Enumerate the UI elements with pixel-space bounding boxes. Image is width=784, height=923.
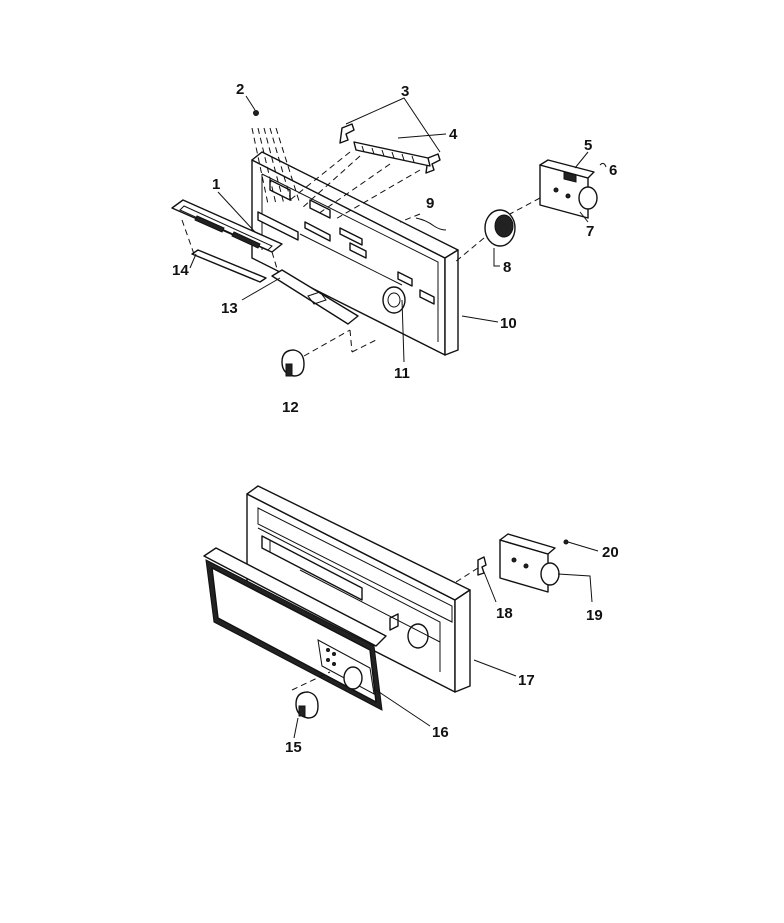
control-panel-upper bbox=[251, 151, 459, 356]
timer-assembly-lower bbox=[499, 533, 569, 593]
control-knob-upper bbox=[281, 329, 377, 377]
leader-2 bbox=[245, 95, 256, 111]
leader-7 bbox=[579, 211, 589, 223]
timer-knob bbox=[454, 209, 516, 263]
wire-harness bbox=[251, 110, 301, 205]
callout-2: 2 bbox=[236, 81, 244, 98]
leader-5 bbox=[574, 151, 589, 169]
control-panel-lower bbox=[246, 485, 471, 693]
callout-14: 14 bbox=[172, 262, 189, 279]
small-wire-dash bbox=[399, 213, 421, 223]
callout-16: 16 bbox=[432, 724, 449, 741]
callout-17: 17 bbox=[518, 672, 535, 689]
callout-12: 12 bbox=[282, 399, 299, 416]
callout-18: 18 bbox=[496, 605, 513, 622]
timer-assembly bbox=[509, 159, 607, 219]
leader-19 bbox=[557, 573, 593, 603]
leader-15 bbox=[293, 717, 299, 739]
leader-18 bbox=[483, 571, 497, 603]
small-wire-part bbox=[415, 217, 447, 231]
bracket-and-clips bbox=[289, 123, 441, 221]
leader-1 bbox=[217, 191, 256, 233]
overlay-frame bbox=[203, 547, 387, 711]
callout-10: 10 bbox=[500, 315, 517, 332]
control-knob-lower bbox=[291, 671, 331, 719]
lower-assembly bbox=[203, 485, 599, 739]
leader-20 bbox=[567, 541, 599, 552]
leader-11 bbox=[401, 299, 405, 363]
callout-8: 8 bbox=[503, 259, 511, 276]
leader-10 bbox=[461, 315, 499, 323]
callout-7: 7 bbox=[586, 223, 594, 240]
callout-11: 11 bbox=[394, 365, 410, 382]
callout-5: 5 bbox=[584, 137, 592, 154]
callout-6: 6 bbox=[609, 162, 617, 179]
callout-13: 13 bbox=[221, 300, 238, 317]
callout-3: 3 bbox=[401, 83, 409, 100]
leader-4 bbox=[397, 133, 447, 139]
clip-lower bbox=[455, 556, 487, 583]
callout-1: 1 bbox=[212, 176, 220, 193]
leader-13 bbox=[241, 277, 281, 301]
upper-assembly bbox=[171, 95, 607, 377]
callout-4: 4 bbox=[449, 126, 458, 143]
trim-frame bbox=[171, 199, 283, 283]
leader-3 bbox=[345, 97, 441, 153]
callout-20: 20 bbox=[602, 544, 619, 561]
leader-14 bbox=[189, 253, 197, 269]
leader-17 bbox=[473, 659, 517, 677]
callout-labels: 1 2 3 4 5 6 7 8 9 10 11 12 13 14 15 16 1… bbox=[172, 81, 619, 756]
callout-19: 19 bbox=[586, 607, 603, 624]
leader-16 bbox=[375, 689, 431, 727]
overlay-panel bbox=[271, 269, 359, 325]
leader-8 bbox=[493, 248, 500, 267]
callout-9: 9 bbox=[426, 195, 434, 212]
callout-15: 15 bbox=[285, 739, 302, 756]
